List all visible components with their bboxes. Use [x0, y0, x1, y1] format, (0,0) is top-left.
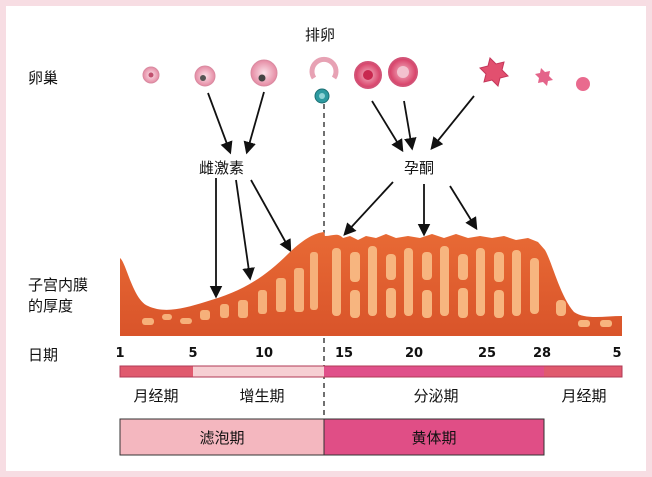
- endometrium-label-line2: 的厚度: [28, 297, 74, 315]
- phase-secretory: 分泌期: [413, 387, 459, 405]
- day-tick: 1: [115, 346, 125, 361]
- day-scale-bar: [119, 365, 623, 378]
- ovary-label: 卵巢: [28, 69, 59, 87]
- days-label: 日期: [28, 346, 59, 364]
- ovulation-label: 排卵: [305, 26, 336, 44]
- phase-follicular: 滤泡期: [199, 429, 245, 447]
- day-tick: 20: [404, 346, 424, 361]
- day-tick: 25: [477, 346, 497, 361]
- hormone-arrows: [207, 91, 478, 299]
- progesterone-label: 孕酮: [404, 159, 435, 177]
- day-tick: 10: [254, 346, 274, 361]
- day-tick: 28: [532, 346, 552, 361]
- phase-proliferative: 增生期: [239, 387, 285, 405]
- endometrium-graph: [120, 232, 622, 336]
- ovary-follicles: [142, 56, 590, 104]
- estrogen-label: 雌激素: [199, 159, 245, 177]
- phase-luteal: 黄体期: [411, 429, 457, 447]
- endometrium-label-line1: 子宫内膜: [28, 276, 89, 294]
- ovarian-phase-boxes: [119, 418, 545, 456]
- day-tick: 5: [612, 346, 622, 361]
- day-tick: 15: [334, 346, 354, 361]
- day-tick: 5: [188, 346, 198, 361]
- phase-menstrual-2: 月经期: [561, 387, 607, 405]
- phase-menstrual-1: 月经期: [133, 387, 179, 405]
